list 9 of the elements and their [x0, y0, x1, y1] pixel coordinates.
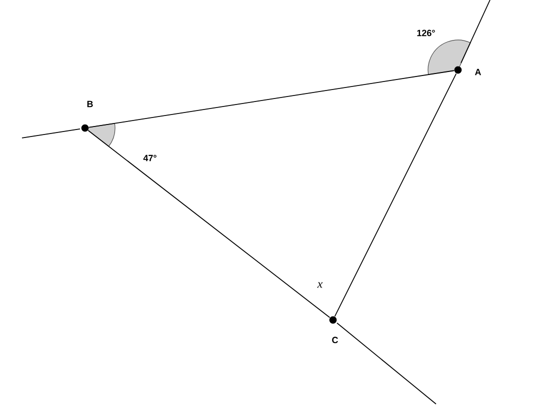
line-segment	[88, 130, 330, 318]
angle-label: x	[317, 282, 323, 288]
angle-label: 126°	[417, 30, 435, 36]
line-segment	[88, 70, 454, 128]
point-label: C	[332, 336, 338, 344]
point-label: A	[474, 68, 481, 76]
point-label: B	[87, 100, 93, 108]
angle-label: 47°	[143, 154, 156, 162]
line-segment	[334, 73, 457, 317]
